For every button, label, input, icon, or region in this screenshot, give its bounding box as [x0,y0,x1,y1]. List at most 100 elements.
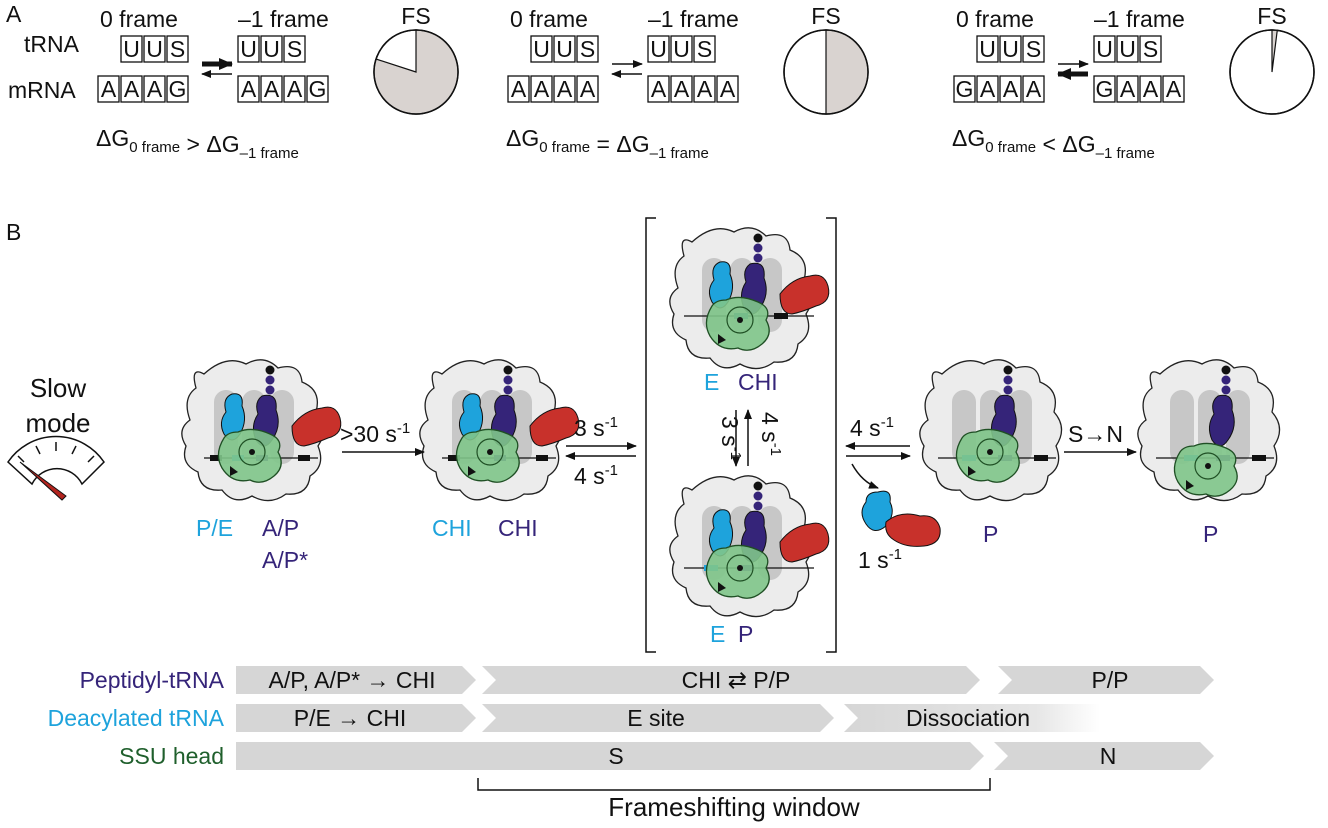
frame1-label: –1 frame [648,6,739,32]
frame1-label: –1 frame [1094,6,1185,32]
mrna-base: A [1120,76,1136,102]
trna-base: U [1096,36,1113,62]
state2-deacylated-label: CHI [432,515,472,541]
rate-head-swivel: S→N [1068,421,1123,447]
mrna-base: A [241,76,257,102]
segment-deacylated-2: E site [627,705,685,731]
row-label-peptidyl: Peptidyl-tRNA [80,667,225,693]
trna-base: U [146,36,163,62]
bracket-right [826,217,837,653]
mrna-base: A [1003,76,1019,102]
mrna-base: G [169,76,187,102]
trna-base: U [263,36,280,62]
track-deacylated [236,704,1100,732]
state4-peptidyl-label: P [738,621,753,647]
frameshifting-window-label: Frameshifting window [608,792,860,822]
mrna-base: A [101,76,117,102]
trna-row-label: tRNA [24,31,80,57]
mrna-base: A [580,76,596,102]
trna-base: S [1143,36,1158,62]
mrna-base: A [1143,76,1159,102]
bracket-left [645,217,656,653]
mrna-row-label: mRNA [8,77,76,103]
rate-state2-to-3: 3 s-1 [574,414,618,441]
released-factor [885,513,941,547]
frame0-label: 0 frame [956,6,1034,32]
arrow-release [851,463,879,489]
trna-base: U [979,36,996,62]
rate-state3-to-2: 4 s-1 [574,462,618,489]
frame0-label: 0 frame [100,6,178,32]
frame1-label: –1 frame [238,6,329,32]
mrna-base: G [309,76,327,102]
mrna-base: A [511,76,527,102]
rate-release: 1 s-1 [858,546,902,573]
state2-peptidyl-label: CHI [498,515,538,541]
fs-label: FS [811,3,840,29]
rate-vertical-down: 3 s-1 [717,416,744,460]
mrna-base: G [956,76,974,102]
segment-peptidyl-1: A/P, A/P* → CHI [268,667,435,693]
delta-g-relation: ΔG0 frame > ΔG–1 frame [96,125,299,162]
segment-deacylated-1: P/E → CHI [294,705,406,731]
panel-a-label: A [6,1,22,27]
trna-base: U [240,36,257,62]
ribosome-state-5 [919,359,1063,502]
slow-mode-line2: mode [25,408,90,438]
frameshifting-window-bracket [477,778,991,791]
row-label-ssu-head: SSU head [119,743,224,769]
state5-peptidyl-label: P [983,521,998,547]
row-label-deacylated: Deacylated tRNA [48,705,225,731]
ribosome-state-3 [669,227,830,370]
state4-deacylated-label: E [710,621,725,647]
mrna-base: A [124,76,140,102]
fs-label: FS [1257,3,1286,29]
gauge-icon [7,435,105,501]
trna-base: U [1119,36,1136,62]
delta-g-relation: ΔG0 frame = ΔG–1 frame [506,125,709,162]
mrna-base: A [557,76,573,102]
trna-base: U [1002,36,1019,62]
state6-peptidyl-label: P [1203,521,1218,547]
fs-pie-slice [825,29,869,115]
trna-base: S [1026,36,1041,62]
mrna-base: A [1166,76,1182,102]
track-ssu-head [236,742,1214,770]
trna-base: S [580,36,595,62]
segment-ssu-2: N [1100,743,1117,769]
mrna-base: A [674,76,690,102]
mrna-base: G [1096,76,1114,102]
trna-base: U [123,36,140,62]
mrna-base: A [651,76,667,102]
trna-base: U [556,36,573,62]
frame0-label: 0 frame [510,6,588,32]
rate-state5-to-4: 4 s-1 [850,414,894,441]
ribosome-state-2 [419,359,580,502]
segment-peptidyl-3: P/P [1091,667,1128,693]
state1-peptidyl-label-1: A/P [262,515,299,541]
fs-label: FS [401,3,430,29]
state3-deacylated-label: E [704,369,719,395]
ribosome-state-4 [669,475,830,618]
trna-base: U [533,36,550,62]
mrna-base: A [720,76,736,102]
segment-peptidyl-2: CHI ⇄ P/P [682,667,791,693]
delta-g-relation: ΔG0 frame < ΔG–1 frame [952,125,1155,162]
mrna-base: A [980,76,996,102]
state1-deacylated-label: P/E [196,515,233,541]
trna-base: U [650,36,667,62]
trna-base: S [697,36,712,62]
segment-deacylated-3: Dissociation [906,705,1030,731]
track-peptidyl [236,666,1214,694]
panel-b-label: B [6,219,21,245]
ribosome-state-6 [1137,359,1281,502]
released-trna [861,490,893,531]
rate-vertical-up: 4 s-1 [757,412,784,456]
ribosome-state-1 [181,359,342,502]
rate-state1-to-2: >30 s-1 [340,420,410,447]
